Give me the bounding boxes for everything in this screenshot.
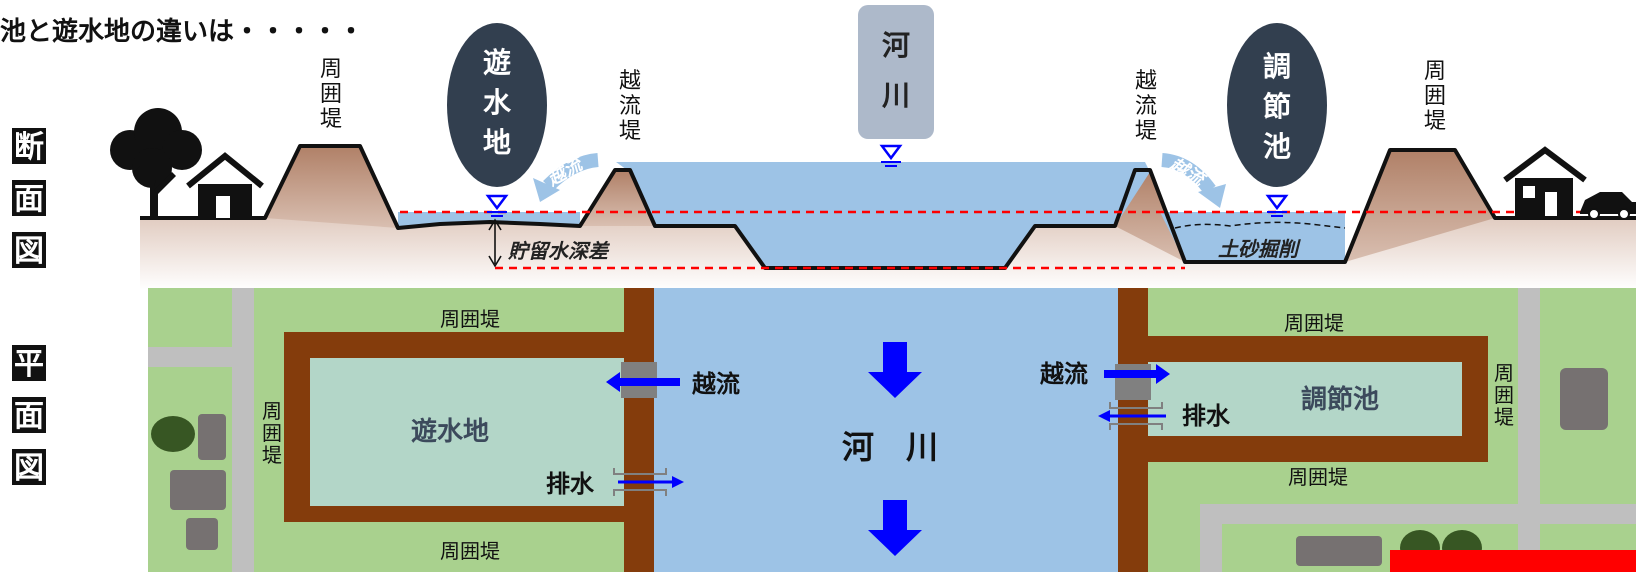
svg-text:越: 越 bbox=[619, 69, 641, 94]
cross-section: 貯留水深差 土砂掘削 越流 越流 遊 水 地 調 節 bbox=[110, 5, 1636, 290]
levee-mound bbox=[1345, 150, 1495, 262]
svg-text:周: 周 bbox=[320, 57, 342, 82]
svg-text:堤: 堤 bbox=[1494, 405, 1514, 429]
overflow-label: 越流 bbox=[692, 370, 740, 398]
plan-view: 周囲堤 周囲堤 周 囲 堤 遊水地 越流 排水 河 川 越流 排水 調節池 周囲… bbox=[148, 288, 1636, 572]
building bbox=[186, 518, 218, 550]
basin-water bbox=[398, 212, 580, 228]
river-bank-right bbox=[1118, 288, 1148, 572]
house-icon bbox=[186, 152, 264, 218]
levee-label: 周囲堤 bbox=[1288, 465, 1348, 489]
water-level-icon bbox=[879, 144, 903, 167]
oval-char: 調 bbox=[1263, 50, 1291, 83]
svg-text:堤: 堤 bbox=[1424, 109, 1446, 134]
right-levee-label: 周 囲 堤 bbox=[1424, 59, 1446, 134]
river-label: 河 川 bbox=[842, 428, 938, 466]
svg-text:流: 流 bbox=[1135, 94, 1157, 119]
side-label-cross-section: 断 面 図 bbox=[12, 128, 46, 269]
excavation-label: 土砂掘削 bbox=[1218, 237, 1301, 261]
oval-char: 地 bbox=[483, 126, 511, 159]
levee-label: 周囲堤 bbox=[440, 539, 500, 563]
side-label-plan: 平 面 図 bbox=[12, 345, 46, 486]
pond-area bbox=[1148, 362, 1462, 436]
svg-text:周: 周 bbox=[1424, 59, 1446, 84]
svg-text:囲: 囲 bbox=[1424, 84, 1446, 109]
overflow-arrow bbox=[543, 153, 599, 192]
levee-side-label: 周 囲 堤 bbox=[262, 399, 282, 467]
car-icon bbox=[1580, 192, 1636, 220]
ground bbox=[140, 148, 1636, 290]
river-water bbox=[616, 162, 1150, 268]
svg-text:越: 越 bbox=[1135, 69, 1157, 94]
building bbox=[170, 470, 226, 510]
river-label-box bbox=[858, 5, 934, 139]
svg-text:堤: 堤 bbox=[320, 107, 342, 132]
side-char: 断 bbox=[14, 130, 44, 165]
oval-char: 節 bbox=[1263, 90, 1291, 123]
overflow-label: 越流 bbox=[1040, 360, 1088, 388]
drain-gate bbox=[613, 468, 667, 496]
svg-text:囲: 囲 bbox=[262, 421, 282, 445]
river-char: 川 bbox=[882, 79, 910, 112]
water-level-icon bbox=[1265, 194, 1289, 217]
drain-label: 排水 bbox=[546, 470, 595, 498]
river-char: 河 bbox=[882, 29, 910, 62]
overflow-arrow bbox=[1161, 153, 1216, 195]
side-char: 図 bbox=[14, 234, 44, 269]
svg-text:周: 周 bbox=[262, 399, 282, 423]
side-char: 図 bbox=[14, 451, 44, 486]
flow-arrow bbox=[868, 500, 922, 556]
levee-label: 周囲堤 bbox=[440, 307, 500, 331]
levee-label: 周囲堤 bbox=[1284, 311, 1344, 335]
building bbox=[1296, 536, 1382, 566]
left-levee-label: 周 囲 堤 bbox=[320, 57, 342, 132]
oval-char: 遊 bbox=[483, 46, 511, 79]
river-bank-left bbox=[624, 288, 654, 572]
road bbox=[148, 347, 232, 367]
retention-basin-label: 遊水地 bbox=[411, 416, 489, 447]
svg-text:流: 流 bbox=[619, 94, 641, 119]
ground-outline bbox=[140, 144, 1636, 270]
left-weir-label: 越 流 堤 bbox=[619, 69, 641, 144]
levee-mound bbox=[265, 146, 398, 228]
drain-label: 排水 bbox=[1182, 402, 1231, 430]
drain-gate bbox=[1109, 402, 1163, 430]
side-char: 面 bbox=[14, 399, 44, 434]
svg-text:囲: 囲 bbox=[320, 82, 342, 107]
svg-text:周: 周 bbox=[1494, 361, 1514, 385]
tree-icon bbox=[110, 108, 202, 218]
levee-side-label: 周 囲 堤 bbox=[1494, 361, 1514, 429]
building bbox=[198, 414, 226, 460]
oval-char: 水 bbox=[483, 86, 512, 119]
tree-top bbox=[151, 416, 195, 452]
road bbox=[232, 288, 254, 572]
detention-pond-label: 調節池 bbox=[1301, 384, 1379, 415]
svg-text:堤: 堤 bbox=[619, 119, 641, 144]
page-title: 池と遊水地の違いは・・・・・ bbox=[0, 16, 364, 47]
basin-area bbox=[310, 358, 624, 506]
red-banner bbox=[1390, 550, 1636, 572]
building bbox=[1560, 368, 1608, 430]
overflow-gate bbox=[1115, 364, 1151, 400]
right-weir-label: 越 流 堤 bbox=[1135, 69, 1157, 144]
oval-char: 池 bbox=[1263, 130, 1291, 163]
retention-basin-oval bbox=[447, 23, 547, 187]
water-level-icon bbox=[485, 194, 509, 217]
road bbox=[1200, 504, 1636, 572]
side-char: 平 bbox=[14, 347, 44, 382]
svg-text:囲: 囲 bbox=[1494, 383, 1514, 407]
road bbox=[1518, 288, 1540, 572]
detention-pond-oval bbox=[1227, 23, 1327, 187]
svg-text:堤: 堤 bbox=[262, 443, 282, 467]
house-icon bbox=[1503, 146, 1587, 216]
old-ground-line bbox=[1174, 221, 1346, 229]
flow-arrow bbox=[868, 342, 922, 398]
svg-text:堤: 堤 bbox=[1135, 119, 1157, 144]
depth-difference-label: 貯留水深差 bbox=[508, 239, 611, 263]
side-char: 面 bbox=[14, 182, 44, 217]
